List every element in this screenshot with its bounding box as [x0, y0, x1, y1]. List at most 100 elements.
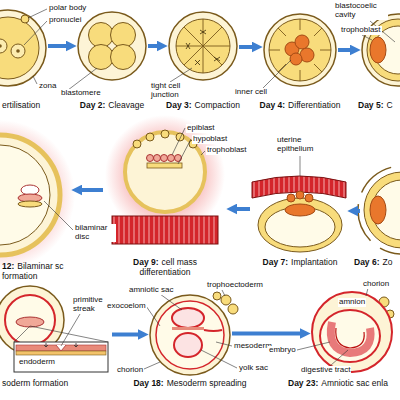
zygote [21, 15, 29, 23]
stage-day: Day 23: [288, 378, 318, 388]
stage: Day 4:Differentiation [264, 14, 336, 86]
bilaminar-embryo [0, 120, 75, 270]
leader-lines [262, 60, 291, 89]
stage-arrow [232, 332, 303, 336]
part-label: yolk sac [238, 364, 269, 373]
stage: ertilisation [0, 10, 46, 86]
trilaminar-embryo [174, 333, 202, 357]
gastrulating-embryo [14, 342, 108, 372]
leader-lines [201, 151, 205, 155]
leader-lines [330, 350, 348, 366]
zygote [0, 39, 7, 53]
early-blastocyst [269, 19, 331, 81]
stage-caption: Day 6:Zo [354, 258, 400, 268]
stage-day: 12: [2, 261, 14, 271]
embryo-with-amnion [320, 310, 380, 362]
blastocyst [370, 37, 386, 63]
leader-lines [362, 35, 372, 40]
early-blastocyst [295, 35, 309, 49]
stage-caption: ertilisation [2, 101, 62, 111]
bilaminar-embryo [0, 145, 50, 245]
stage-name: Differentiation [288, 100, 340, 110]
cleavage-embryo [111, 45, 136, 70]
part-label: bilaminar disc [74, 224, 116, 242]
leader-lines [68, 68, 97, 90]
blastocyst [362, 14, 400, 86]
part-label: chorion [362, 280, 390, 289]
leader-lines [24, 21, 47, 45]
zygote [16, 49, 20, 53]
trilaminar-embryo [156, 301, 224, 369]
leader-lines [216, 342, 232, 346]
stage-name: Implantation [291, 257, 337, 267]
stage-arrow [112, 333, 141, 337]
stage: Day 2:Cleavage [78, 12, 146, 80]
implanted-embryo [133, 140, 141, 148]
part-label: chorion [116, 366, 144, 375]
gastrulating-embryo [44, 343, 78, 347]
stage-name: ertilisation [2, 100, 40, 110]
implanting-blastocyst [285, 204, 315, 216]
hatching-blastocyst [358, 166, 400, 254]
stage-name: soderm formation [2, 378, 68, 388]
bilaminar-embryo [18, 201, 42, 207]
leader-lines [297, 342, 330, 350]
stage-name: Compaction [195, 100, 240, 110]
trilaminar-embryo [228, 304, 238, 314]
embryo-with-amnion [336, 328, 364, 348]
stage-caption: Day 4:Differentiation [250, 101, 350, 111]
part-label: trophoectoderm [206, 281, 264, 290]
leader-lines [170, 68, 192, 82]
part-label: amniotic sac [128, 286, 174, 295]
gastrulating-embryo [16, 317, 44, 327]
trilaminar-embryo [150, 295, 230, 375]
part-label: endoderm [18, 358, 56, 367]
bilaminar-embryo [0, 135, 60, 255]
leader-lines [366, 288, 368, 296]
morula [176, 19, 230, 73]
early-blastocyst [269, 19, 331, 81]
part-label: embryo [268, 346, 297, 355]
zygote [0, 10, 46, 86]
stage: Day 5:C [362, 14, 400, 86]
trilaminar-embryo [172, 308, 204, 328]
stage-name: Amniotic sac enla [321, 378, 388, 388]
stage-caption: Day 18:Mesoderm spreading [125, 379, 255, 389]
embryo-with-amnion [312, 292, 394, 372]
stage-arrow [79, 188, 103, 192]
part-label: hypoblast [192, 135, 228, 144]
implanted-embryo [168, 155, 175, 162]
zygote [11, 44, 25, 58]
leader-lines [160, 294, 182, 310]
trilaminar-embryo [172, 327, 204, 330]
stage-day: Day 7: [263, 257, 289, 267]
part-label: amnion [338, 298, 366, 307]
trilaminar-embryo [150, 292, 238, 375]
part-label: zona [38, 82, 57, 91]
leader-lines [300, 156, 301, 176]
bilaminar-embryo [0, 120, 75, 270]
hatching-blastocyst [370, 196, 386, 224]
stage-name: Cleavage [108, 100, 144, 110]
part-label: mesoderm [233, 342, 273, 351]
leader-lines [222, 290, 225, 296]
stage: Day 7:Implantation [252, 168, 346, 254]
stage-name: Mesoderm spreading [167, 378, 247, 388]
leader-lines [24, 9, 395, 369]
part-label: trophoblast [340, 26, 382, 35]
cleavage-embryo [111, 23, 136, 48]
stage-caption: Day 5:C [358, 101, 400, 111]
part-label: trophoblast [206, 146, 248, 155]
hatching-blastocyst [358, 166, 400, 254]
trilaminar-embryo [221, 295, 231, 305]
implanted-embryo [175, 155, 182, 162]
trilaminar-embryo [213, 292, 221, 300]
implanting-blastocyst [287, 194, 295, 202]
stage-day: Day 2: [80, 100, 106, 110]
implanted-embryo [146, 133, 154, 141]
embryo-with-amnion [331, 322, 371, 353]
trilaminar-embryo [204, 330, 222, 331]
part-label: polar body [48, 4, 87, 13]
